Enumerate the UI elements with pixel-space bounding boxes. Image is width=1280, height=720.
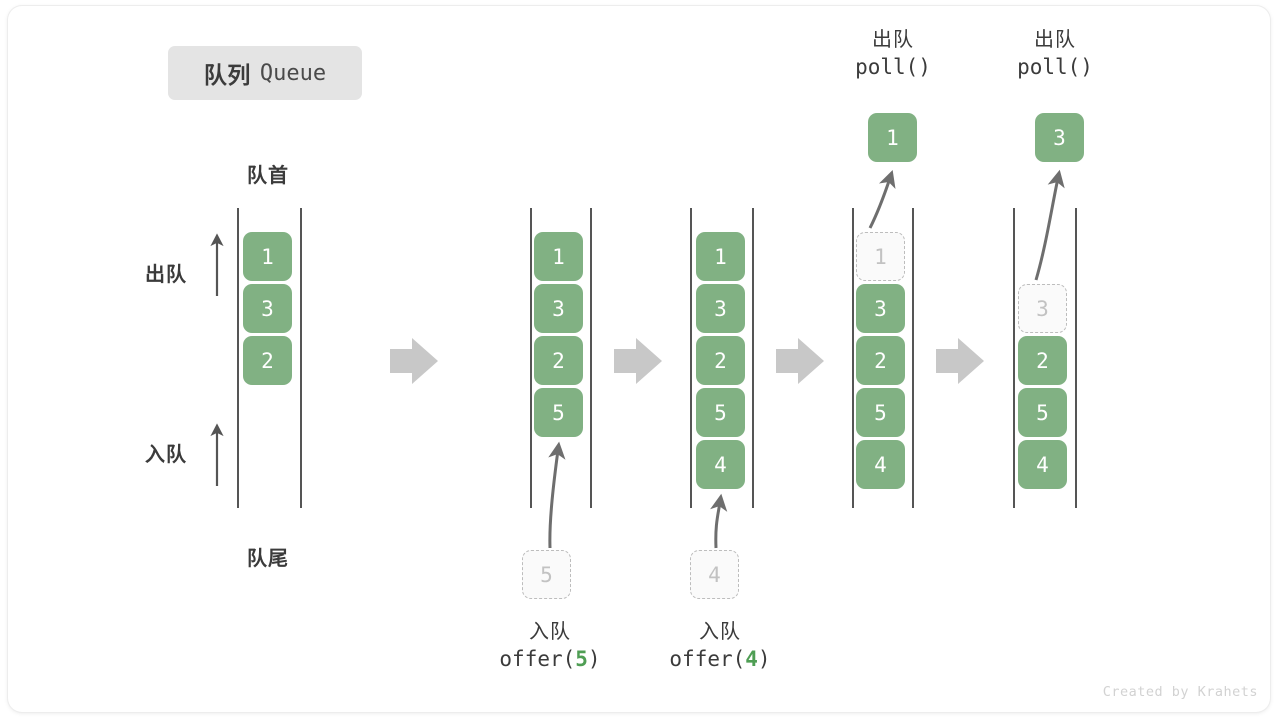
title-chinese: 队列 bbox=[203, 62, 251, 88]
dequeue-side-label: 出队 bbox=[145, 264, 187, 286]
caption-poll-3: 出队 poll() bbox=[955, 28, 1155, 80]
caption-chinese: 出队 bbox=[1034, 29, 1076, 51]
queue-cell: 3 bbox=[696, 284, 745, 333]
code-prefix: offer( bbox=[499, 646, 576, 671]
queue-cell: 5 bbox=[696, 388, 745, 437]
code-suffix: ) bbox=[587, 646, 601, 671]
queue-cell-new: 4 bbox=[696, 440, 745, 489]
rail-left bbox=[530, 208, 532, 508]
code-suffix: ) bbox=[918, 54, 931, 79]
queue-tail-label: 队尾 bbox=[247, 548, 289, 570]
queue-cell: 3 bbox=[856, 284, 905, 333]
code-prefix: offer( bbox=[669, 646, 746, 671]
queue-head-label: 队首 bbox=[247, 165, 289, 187]
queue-cell-removed: 1 bbox=[856, 232, 905, 281]
queue-cell: 2 bbox=[243, 336, 292, 385]
caption-code: offer(4) bbox=[620, 646, 820, 673]
rail-right bbox=[1075, 208, 1077, 508]
diagram-title-badge: 队列 Queue bbox=[168, 46, 362, 100]
caption-chinese: 入队 bbox=[529, 621, 571, 643]
queue-cell: 1 bbox=[696, 232, 745, 281]
rail-left bbox=[690, 208, 692, 508]
rail-right bbox=[300, 208, 302, 508]
caption-offer-5: 入队 offer(5) bbox=[450, 620, 650, 672]
code-prefix: poll( bbox=[1017, 54, 1081, 79]
rail-right bbox=[752, 208, 754, 508]
queue-cell: 4 bbox=[856, 440, 905, 489]
queue-cell-new: 5 bbox=[534, 388, 583, 437]
caption-chinese: 出队 bbox=[872, 29, 914, 51]
title-english: Queue bbox=[259, 60, 327, 86]
caption-code: poll() bbox=[955, 54, 1155, 81]
code-arg: 4 bbox=[745, 646, 758, 671]
incoming-ghost-cell: 4 bbox=[690, 550, 739, 599]
enqueue-side-label: 入队 bbox=[145, 444, 187, 466]
watermark: Created by Krahets bbox=[1102, 684, 1258, 700]
queue-cell: 3 bbox=[534, 284, 583, 333]
queue-cell: 1 bbox=[534, 232, 583, 281]
caption-code: poll() bbox=[793, 54, 993, 81]
outgoing-cell: 3 bbox=[1035, 113, 1084, 162]
rail-right bbox=[590, 208, 592, 508]
rail-right bbox=[912, 208, 914, 508]
queue-cell: 2 bbox=[534, 336, 583, 385]
queue-cell: 2 bbox=[856, 336, 905, 385]
queue-cell: 2 bbox=[1018, 336, 1067, 385]
queue-cell: 5 bbox=[856, 388, 905, 437]
caption-offer-4: 入队 offer(4) bbox=[620, 620, 820, 672]
queue-cell: 4 bbox=[1018, 440, 1067, 489]
queue-cell: 5 bbox=[1018, 388, 1067, 437]
outgoing-cell: 1 bbox=[868, 113, 917, 162]
rail-left bbox=[1013, 208, 1015, 508]
queue-cell: 1 bbox=[243, 232, 292, 281]
code-suffix: ) bbox=[1080, 54, 1093, 79]
code-suffix: ) bbox=[757, 646, 771, 671]
incoming-ghost-cell: 5 bbox=[522, 550, 571, 599]
rail-left bbox=[852, 208, 854, 508]
caption-chinese: 入队 bbox=[699, 621, 741, 643]
caption-code: offer(5) bbox=[450, 646, 650, 673]
queue-cell: 2 bbox=[696, 336, 745, 385]
queue-cell-removed: 3 bbox=[1018, 284, 1067, 333]
caption-poll-1: 出队 poll() bbox=[793, 28, 993, 80]
queue-cell: 3 bbox=[243, 284, 292, 333]
rail-left bbox=[237, 208, 239, 508]
code-prefix: poll( bbox=[855, 54, 919, 79]
code-arg: 5 bbox=[575, 646, 588, 671]
diagram-frame bbox=[8, 6, 1270, 712]
